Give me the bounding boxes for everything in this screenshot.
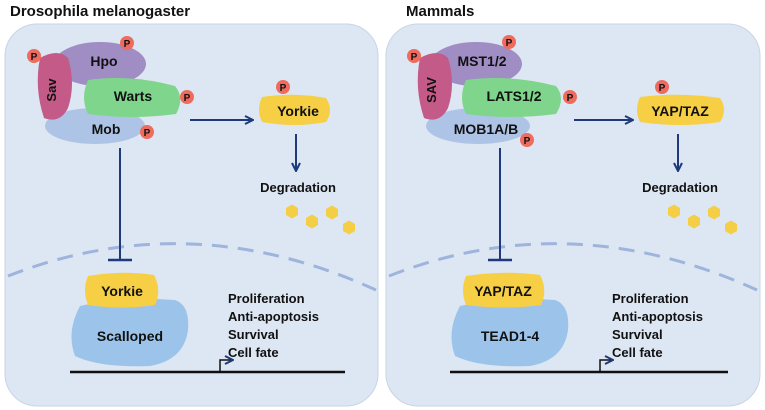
yaptaz-cytoplasmic xyxy=(637,94,724,125)
phospho-badge: P xyxy=(180,90,194,104)
fragment-hexagon xyxy=(688,214,700,229)
yorkie-nuclear xyxy=(85,272,159,308)
phospho-badge: P xyxy=(120,36,134,50)
scalloped-label: Scalloped xyxy=(97,328,163,344)
tead-label: TEAD1-4 xyxy=(481,328,540,344)
mst-label: MST1/2 xyxy=(457,53,506,69)
mammals-panel: Mammals SAV MST1/2 LATS1/2 MOB1A/B P P P… xyxy=(385,3,761,407)
yorkie-nuclear-label: Yorkie xyxy=(101,283,143,299)
panel-title: Mammals xyxy=(406,3,474,20)
phospho-badge: P xyxy=(655,80,669,94)
yaptaz-nuclear xyxy=(463,272,545,308)
outcome-text: Anti-apoptosis xyxy=(612,309,703,324)
drosophila-panel: Drosophila melanogaster Sav Hpo Warts Mo… xyxy=(4,3,379,407)
degradation-fragments xyxy=(668,204,737,235)
panel-title: Drosophila melanogaster xyxy=(10,3,190,20)
fragment-hexagon xyxy=(708,205,720,220)
outcome-text: Anti-apoptosis xyxy=(228,309,319,324)
outcome-text: Cell fate xyxy=(612,345,663,360)
sav-protein xyxy=(417,53,452,120)
outcome-text: Proliferation xyxy=(612,291,689,306)
phospho-badge: P xyxy=(27,49,41,63)
phospho-badge: P xyxy=(140,125,154,139)
fragment-hexagon xyxy=(343,220,355,235)
svg-text:P: P xyxy=(659,83,666,94)
lats-protein xyxy=(462,78,561,117)
transcription-start-arrow xyxy=(599,360,612,372)
mob-label: Mob xyxy=(92,121,121,137)
svg-text:P: P xyxy=(184,93,191,104)
svg-text:P: P xyxy=(144,128,151,139)
fragment-hexagon xyxy=(306,214,318,229)
svg-text:P: P xyxy=(31,52,38,63)
outcome-text: Proliferation xyxy=(228,291,305,306)
svg-text:P: P xyxy=(506,38,513,49)
tead-protein xyxy=(451,298,569,367)
mob1-protein xyxy=(426,108,530,144)
svg-text:P: P xyxy=(524,136,531,147)
hpo-protein xyxy=(54,42,146,86)
yaptaz-nuclear-label: YAP/TAZ xyxy=(474,283,532,299)
fragment-hexagon xyxy=(326,205,338,220)
degradation-fragments xyxy=(286,204,355,235)
yorkie-cyto-label: Yorkie xyxy=(277,103,319,119)
degradation-label: Degradation xyxy=(260,180,336,195)
phospho-badge: P xyxy=(276,80,290,94)
svg-text:P: P xyxy=(567,93,574,104)
fragment-hexagon xyxy=(286,204,298,219)
outcome-text: Cell fate xyxy=(228,345,279,360)
mob1-label: MOB1A/B xyxy=(454,121,519,137)
phospho-badge: P xyxy=(407,49,421,63)
svg-text:P: P xyxy=(411,52,418,63)
fragment-hexagon xyxy=(668,204,680,219)
degradation-label: Degradation xyxy=(642,180,718,195)
transcription-start-arrow xyxy=(219,360,232,372)
nuclear-membrane xyxy=(7,242,377,292)
sav-label: SAV xyxy=(424,77,439,103)
scalloped-protein xyxy=(71,298,189,367)
svg-text:P: P xyxy=(124,39,131,50)
phospho-badge: P xyxy=(520,133,534,147)
sav-label: Sav xyxy=(44,78,59,102)
nuclear-membrane xyxy=(388,242,758,292)
svg-text:P: P xyxy=(280,83,287,94)
outcome-text: Survival xyxy=(612,327,663,342)
hpo-label: Hpo xyxy=(90,53,117,69)
lats-label: LATS1/2 xyxy=(487,88,542,104)
warts-label: Warts xyxy=(114,88,153,104)
mob-protein xyxy=(45,108,145,144)
sav-protein xyxy=(37,53,72,120)
warts-protein xyxy=(84,78,181,117)
mst-protein xyxy=(430,42,522,86)
fragment-hexagon xyxy=(725,220,737,235)
outcome-text: Survival xyxy=(228,327,279,342)
phospho-badge: P xyxy=(502,35,516,49)
yaptaz-cyto-label: YAP/TAZ xyxy=(651,103,709,119)
yorkie-cytoplasmic xyxy=(259,94,330,125)
phospho-badge: P xyxy=(563,90,577,104)
